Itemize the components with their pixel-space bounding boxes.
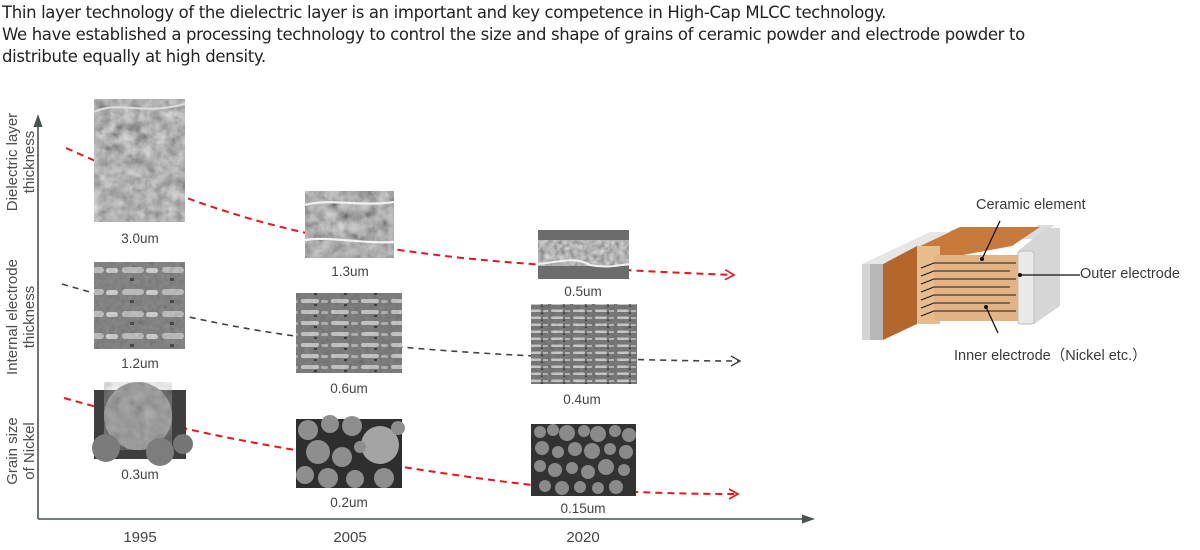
value-dielectric-2020: 0.5um — [564, 284, 602, 299]
sem-image-electrode-2005 — [296, 293, 402, 373]
intro-line-2: We have established a processing technol… — [2, 25, 1025, 44]
value-dielectric-2005: 1.3um — [331, 264, 369, 279]
value-electrode-2020: 0.4um — [563, 392, 601, 407]
sem-image-dielectric-2020 — [537, 230, 630, 279]
sem-image-dielectric-1995 — [93, 99, 186, 222]
sem-image-dielectric-2005 — [304, 191, 395, 258]
value-dielectric-1995: 3.0um — [121, 231, 159, 246]
sem-image-electrode-1995 — [94, 262, 185, 349]
sem-image-electrode-2020 — [531, 304, 637, 384]
value-nickel-1995: 0.3um — [121, 467, 159, 482]
x-tick-2005: 2005 — [333, 529, 367, 546]
value-electrode-2005: 0.6um — [330, 381, 368, 396]
mlcc-illustration — [862, 220, 1080, 340]
value-electrode-1995: 1.2um — [121, 356, 159, 371]
label-ceramic-element: Ceramic element — [976, 197, 1086, 213]
sem-image-nickel-2020 — [531, 424, 636, 496]
y-label-internal-electrode: Internal electrode thickness — [4, 259, 38, 375]
trend-line-dielectric — [65, 147, 736, 281]
y-axis — [33, 114, 43, 519]
label-inner-electrode: Inner electrode（Nickel etc.） — [954, 348, 1147, 364]
sem-image-nickel-2005 — [296, 415, 405, 488]
x-tick-1995: 1995 — [123, 529, 157, 546]
value-nickel-2020: 0.15um — [560, 501, 606, 516]
sem-image-nickel-1995 — [92, 382, 193, 466]
intro-line-3: distribute equally at high density. — [2, 47, 266, 66]
x-tick-2020: 2020 — [566, 529, 600, 546]
y-label-dielectric: Dielectric layer thickness — [4, 112, 38, 212]
intro-text: Thin layer technology of the dielectric … — [2, 2, 1192, 68]
intro-line-1: Thin layer technology of the dielectric … — [2, 3, 887, 22]
label-outer-electrode: Outer electrode — [1080, 266, 1180, 282]
y-label-nickel-grain: Grain size of Nickel — [4, 417, 38, 485]
x-axis — [38, 514, 815, 524]
value-nickel-2005: 0.2um — [330, 495, 368, 510]
